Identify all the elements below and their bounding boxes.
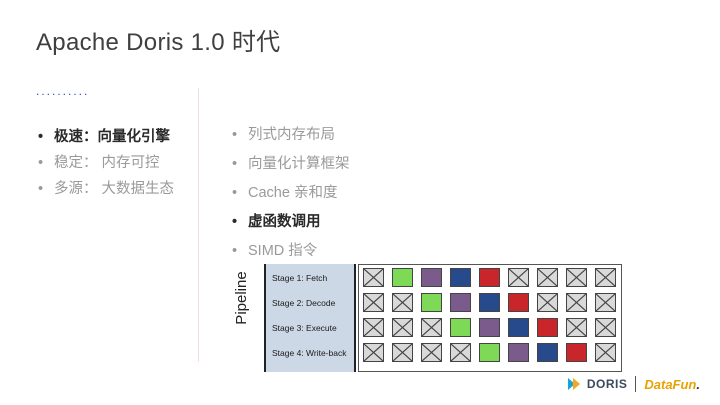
pipeline-cell-green	[392, 268, 413, 287]
list-item-multi-source: 多源： 大数据生态	[36, 179, 174, 205]
pipeline-cell-empty	[363, 318, 384, 337]
pipeline-cell-empty	[363, 268, 384, 287]
datafun-logo-text: DataFun	[644, 376, 697, 392]
left-feature-list: 极速：向量化引擎 稳定： 内存可控 多源： 大数据生态	[36, 127, 174, 205]
pipeline-cell-blue	[537, 343, 558, 362]
slide-title: Apache Doris 1.0 时代	[36, 29, 281, 56]
pipeline-cell-empty	[421, 343, 442, 362]
title-underline-dots: ..........	[36, 84, 90, 98]
logo-separator	[635, 376, 637, 392]
pipeline-cell-red	[537, 318, 558, 337]
list-item-stability: 稳定： 内存可控	[36, 153, 174, 179]
stage-label-write-back: Stage 4: Write-back	[272, 348, 347, 358]
pipeline-cell-purple	[479, 318, 500, 337]
pipeline-cell-blue	[479, 293, 500, 312]
list-item-cache-affinity: Cache 亲和度	[230, 183, 350, 212]
list-item-simd: SIMD 指令	[230, 241, 350, 270]
pipeline-cell-empty	[595, 268, 616, 287]
pipeline-cell-empty	[392, 293, 413, 312]
list-item-virtual-call: 虚函数调用	[230, 212, 350, 241]
footer-logos: DORIS DataFun.	[565, 374, 700, 394]
pipeline-cell-empty	[595, 293, 616, 312]
pipeline-cell-empty	[566, 318, 587, 337]
pipeline-cell-red	[479, 268, 500, 287]
pipeline-label: Pipeline	[233, 271, 250, 325]
pipeline-grid	[358, 264, 622, 372]
pipeline-cell-green	[450, 318, 471, 337]
pipeline-cell-purple	[421, 268, 442, 287]
right-detail-list: 列式内存布局 向量化计算框架 Cache 亲和度 虚函数调用 SIMD 指令	[230, 125, 350, 270]
pipeline-cell-empty	[392, 343, 413, 362]
pipeline-cell-empty	[363, 343, 384, 362]
pipeline-cell-empty	[392, 318, 413, 337]
stage-labels-panel	[264, 264, 356, 372]
pipeline-cell-empty	[595, 343, 616, 362]
list-item-vectorized-framework: 向量化计算框架	[230, 154, 350, 183]
pipeline-cell-red	[508, 293, 529, 312]
pipeline-cell-green	[421, 293, 442, 312]
doris-mark-icon	[567, 378, 580, 390]
pipeline-cell-red	[566, 343, 587, 362]
pipeline-cell-empty	[595, 318, 616, 337]
pipeline-cell-blue	[508, 318, 529, 337]
list-item-columnar-layout: 列式内存布局	[230, 125, 350, 154]
pipeline-cell-empty	[566, 268, 587, 287]
pipeline-cell-empty	[450, 343, 471, 362]
pipeline-cell-empty	[421, 318, 442, 337]
datafun-logo-dot: .	[696, 376, 700, 392]
pipeline-cell-purple	[450, 293, 471, 312]
pipeline-cell-green	[479, 343, 500, 362]
pipeline-cell-purple	[508, 343, 529, 362]
pipeline-cell-empty	[537, 293, 558, 312]
stage-label-decode: Stage 2: Decode	[272, 298, 336, 308]
pipeline-cell-empty	[508, 268, 529, 287]
column-divider	[198, 88, 199, 362]
pipeline-cell-empty	[363, 293, 384, 312]
doris-logo: DORIS	[565, 375, 628, 393]
pipeline-cell-empty	[537, 268, 558, 287]
stage-label-execute: Stage 3: Execute	[272, 323, 337, 333]
doris-logo-text: DORIS	[586, 377, 628, 391]
pipeline-cell-blue	[450, 268, 471, 287]
datafun-logo: DataFun.	[644, 377, 700, 392]
list-item-speed: 极速：向量化引擎	[36, 127, 174, 153]
pipeline-cell-empty	[566, 293, 587, 312]
stage-label-fetch: Stage 1: Fetch	[272, 273, 328, 283]
